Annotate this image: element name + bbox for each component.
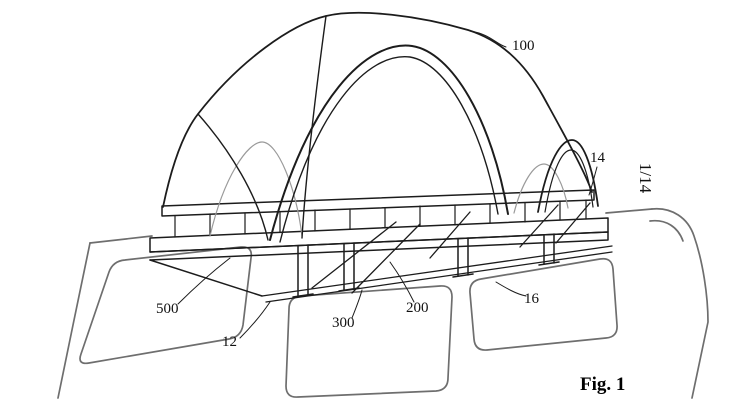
label-200: 200 bbox=[406, 300, 429, 316]
leader-200 bbox=[389, 261, 415, 303]
label-100: 100 bbox=[512, 38, 535, 54]
tent-left-seam bbox=[197, 113, 269, 241]
tent-front-arch-outer bbox=[269, 44, 509, 241]
label-12: 12 bbox=[222, 334, 237, 350]
leader-100 bbox=[469, 30, 507, 48]
tent-inner-left-arc bbox=[209, 141, 303, 237]
tent-right-arch-outer bbox=[537, 139, 599, 213]
leader-14 bbox=[588, 166, 598, 196]
tent-right-arch-inner bbox=[544, 149, 594, 213]
reference-numerals: 100 14 16 500 12 300 200 1/14 Fig. 1 bbox=[156, 38, 655, 395]
figure-caption: Fig. 1 bbox=[580, 374, 625, 395]
leader-16 bbox=[495, 281, 527, 297]
roof-mounting-track bbox=[261, 245, 613, 303]
cap-middle-window bbox=[285, 285, 453, 398]
tent-inner-right-arc bbox=[513, 163, 569, 214]
cap-right-edge bbox=[651, 207, 709, 399]
leader-500 bbox=[177, 257, 231, 305]
leader-300 bbox=[351, 289, 363, 319]
cap-roof-left-segment bbox=[89, 235, 153, 244]
rooftop-tent bbox=[162, 11, 599, 243]
rail-upper-band bbox=[161, 189, 595, 217]
leader-12 bbox=[239, 301, 271, 339]
label-500: 500 bbox=[156, 301, 179, 317]
label-16: 16 bbox=[524, 291, 540, 307]
mounting-leg-4 bbox=[538, 233, 560, 266]
mounting-leg-2 bbox=[338, 242, 360, 292]
mounting-leg-3 bbox=[452, 237, 474, 278]
label-300: 300 bbox=[332, 315, 355, 331]
leader-lines bbox=[177, 30, 598, 339]
cap-right-inner-line bbox=[649, 219, 684, 242]
cap-left-edge bbox=[57, 242, 91, 399]
tent-outline bbox=[162, 11, 593, 208]
sheet-number: 1/14 bbox=[636, 163, 655, 194]
cap-roof-right-segment bbox=[605, 208, 653, 214]
label-14: 14 bbox=[590, 150, 606, 166]
tent-platform-assembly bbox=[149, 189, 613, 303]
tent-front-arch-inner bbox=[279, 56, 499, 243]
mounting-leg-1 bbox=[292, 244, 314, 298]
vehicle-cap bbox=[57, 207, 709, 399]
rail-posts bbox=[174, 199, 587, 238]
platform-lower-line bbox=[149, 231, 609, 261]
cap-left-window bbox=[79, 246, 253, 365]
cap-right-window bbox=[469, 257, 618, 351]
